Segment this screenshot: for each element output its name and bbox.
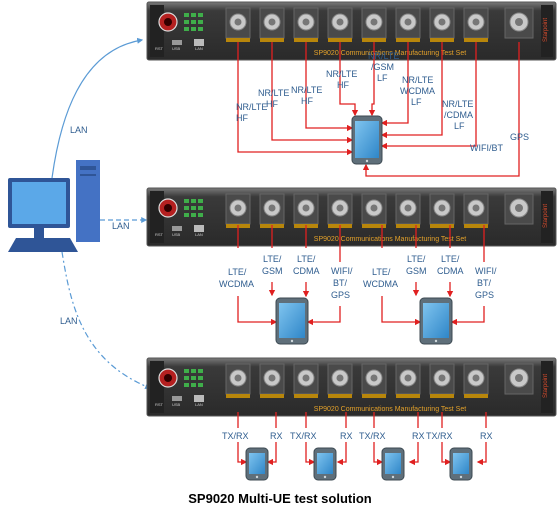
diagram-title: SP9020 Multi-UE test solution — [188, 491, 372, 506]
phone-icon — [381, 447, 405, 481]
u1-label-2b: HF — [301, 96, 313, 106]
u2-label-5a: LTE/ — [407, 254, 426, 264]
lan-label-2: LAN — [112, 221, 130, 231]
u2-label-2a: LTE/ — [297, 254, 316, 264]
lan-port-icon — [194, 225, 204, 232]
unit3-labels: TX/RX RX TX/RX RX TX/RX RX TX/RX RX — [222, 431, 493, 441]
u2-label-7a: WIFI/ — [475, 266, 497, 276]
u1-label-1a: NR/LTE — [258, 88, 289, 98]
rst-label: RST — [155, 46, 164, 51]
u3-label-7: RX — [480, 431, 493, 441]
u3-label-4: TX/RX — [359, 431, 386, 441]
u1-label-5c: LF — [411, 97, 422, 107]
u2-label-7b: BT/ — [477, 278, 492, 288]
phone-icon — [449, 447, 473, 481]
u1-label-5b: WCDMA — [400, 86, 435, 96]
lan-line-1 — [51, 37, 144, 179]
usb-port-icon — [172, 40, 182, 45]
u1-label-3b: HF — [337, 80, 349, 90]
unit3-cables — [237, 412, 487, 466]
lan-port-label: LAN — [195, 402, 203, 407]
u2-label-3b: BT/ — [333, 278, 348, 288]
u1-label-4c: LF — [377, 73, 388, 83]
rst-label: RST — [155, 232, 164, 237]
phone-icon — [275, 297, 309, 345]
brand-label: Starpoint — [543, 204, 549, 228]
brand-label: Starpoint — [543, 374, 549, 398]
u3-label-5: RX — [412, 431, 425, 441]
u3-label-3: RX — [340, 431, 353, 441]
u3-label-6: TX/RX — [426, 431, 453, 441]
u1-label-8a: GPS — [510, 132, 529, 142]
device-label: SP9020 Communications Manufacturing Test… — [314, 50, 466, 57]
u1-label-7a: WIFI/BT — [470, 143, 503, 153]
device-label: SP9020 Communications Manufacturing Test… — [314, 406, 466, 413]
usb-label: USB — [172, 232, 181, 237]
rst-label: RST — [155, 402, 164, 407]
u2-label-0a: LTE/ — [228, 267, 247, 277]
usb-port-icon — [172, 396, 182, 401]
brand-label: Starpoint — [543, 18, 549, 42]
u2-label-3a: WIFI/ — [331, 266, 353, 276]
u1-label-0a: NR/LTE — [236, 102, 267, 112]
u2-label-5b: GSM — [406, 266, 427, 276]
u2-label-1b: GSM — [262, 266, 283, 276]
u1-label-4a: NR/LTE — [368, 51, 399, 61]
usb-label: USB — [172, 402, 181, 407]
u2-label-2b: CDMA — [293, 266, 320, 276]
u2-label-4b: WCDMA — [363, 279, 398, 289]
unit2-cables — [237, 225, 485, 326]
u1-label-3a: NR/LTE — [326, 69, 357, 79]
lan-port-label: LAN — [195, 46, 203, 51]
u2-label-6b: CDMA — [437, 266, 464, 276]
u1-label-2a: NR/LTE — [291, 85, 322, 95]
u2-label-7c: GPS — [475, 290, 494, 300]
u2-label-3c: GPS — [331, 290, 350, 300]
unit2-labels: LTE/ WCDMA LTE/ GSM LTE/ CDMA WIFI/ BT/ … — [219, 254, 497, 300]
u3-label-1: RX — [270, 431, 283, 441]
lan-port-label: LAN — [195, 232, 203, 237]
usb-label: USB — [172, 46, 181, 51]
u2-label-1a: LTE/ — [263, 254, 282, 264]
device-label: SP9020 Communications Manufacturing Test… — [314, 236, 466, 243]
lan-port-icon — [194, 395, 204, 402]
u1-label-6c: LF — [454, 121, 465, 131]
test-set-1: RST USB LAN SP9020 Communications Manufactu… — [146, 1, 557, 61]
u1-label-0b: HF — [236, 113, 248, 123]
u3-label-0: TX/RX — [222, 431, 249, 441]
u1-label-1b: HF — [266, 99, 278, 109]
phone-icon — [419, 297, 453, 345]
u1-label-6b: /CDMA — [444, 110, 473, 120]
u2-label-4a: LTE/ — [372, 267, 391, 277]
phone-icon — [351, 115, 383, 165]
lan-port-icon — [194, 39, 204, 46]
test-set-3: RST USB LAN SP9020 Communications Manufactu… — [146, 357, 557, 417]
computer-icon — [8, 160, 100, 252]
u2-label-0b: WCDMA — [219, 279, 254, 289]
u1-label-6a: NR/LTE — [442, 99, 473, 109]
u2-label-6a: LTE/ — [441, 254, 460, 264]
phone-icon — [245, 447, 269, 481]
usb-port-icon — [172, 226, 182, 231]
lan-line-3 — [61, 251, 152, 389]
u1-label-4b: /GSM — [371, 62, 394, 72]
phone-icon — [313, 447, 337, 481]
lan-label-3: LAN — [60, 316, 78, 326]
unit1-labels: NR/LTE HF NR/LTE HF NR/LTE HF NR/LTE HF … — [236, 51, 529, 153]
test-set-2: RST USB LAN SP9020 Communications Manufactu… — [146, 187, 557, 247]
u1-label-5a: NR/LTE — [402, 75, 433, 85]
u3-label-2: TX/RX — [290, 431, 317, 441]
lan-label-1: LAN — [70, 125, 88, 135]
unit1-cables — [237, 42, 520, 177]
